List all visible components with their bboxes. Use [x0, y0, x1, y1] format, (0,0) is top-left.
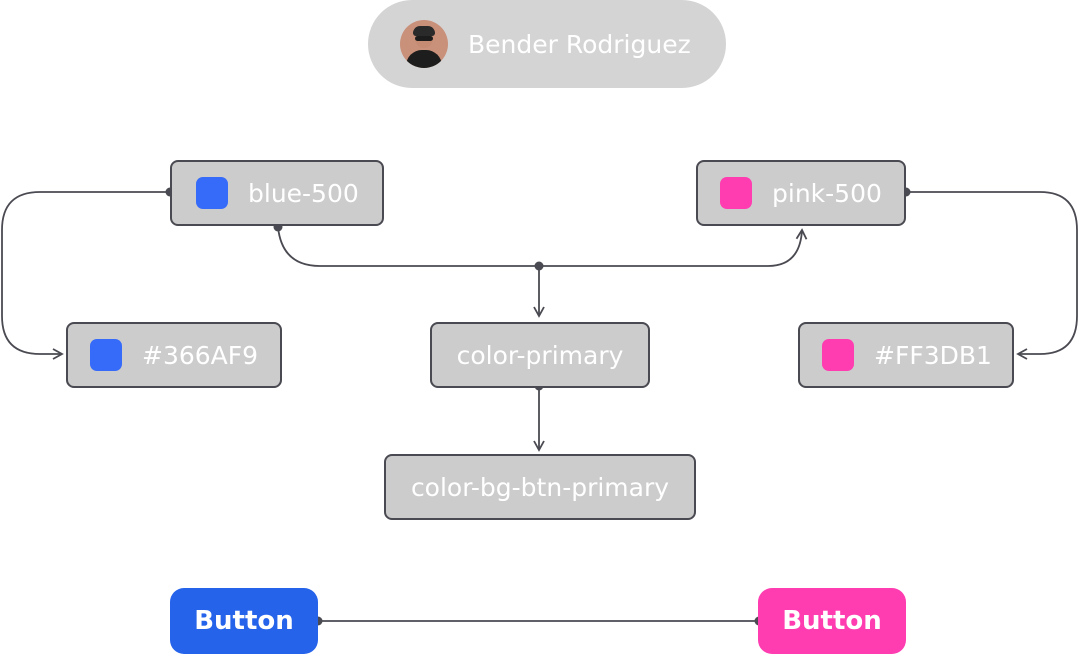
node-label: color-bg-btn-primary: [410, 472, 670, 502]
pink-button[interactable]: Button: [758, 588, 906, 654]
blue-swatch: [196, 177, 228, 209]
node-hex-blue[interactable]: #366AF9: [66, 322, 282, 388]
blue-swatch: [90, 339, 122, 371]
link-blue500-to-hex: [1, 191, 170, 360]
node-label: color-primary: [456, 340, 624, 370]
pink-swatch: [822, 339, 854, 371]
node-label: #366AF9: [142, 340, 259, 370]
blue-button[interactable]: Button: [170, 588, 318, 654]
node-label: #FF3DB1: [874, 340, 992, 370]
node-blue-500[interactable]: blue-500: [170, 160, 384, 226]
node-pink-500[interactable]: pink-500: [696, 160, 906, 226]
node-hex-pink[interactable]: #FF3DB1: [798, 322, 1014, 388]
link-blue500-to-pink500: [277, 226, 808, 267]
node-label: blue-500: [248, 178, 359, 208]
link-pink500-to-hex: [906, 191, 1078, 360]
avatar: [400, 20, 448, 68]
user-pill[interactable]: Bender Rodriguez: [368, 0, 726, 88]
pink-swatch: [720, 177, 752, 209]
node-color-bg-btn-primary[interactable]: color-bg-btn-primary: [384, 454, 696, 520]
user-name: Bender Rodriguez: [468, 29, 691, 59]
node-label: pink-500: [772, 178, 882, 208]
node-color-primary[interactable]: color-primary: [430, 322, 650, 388]
